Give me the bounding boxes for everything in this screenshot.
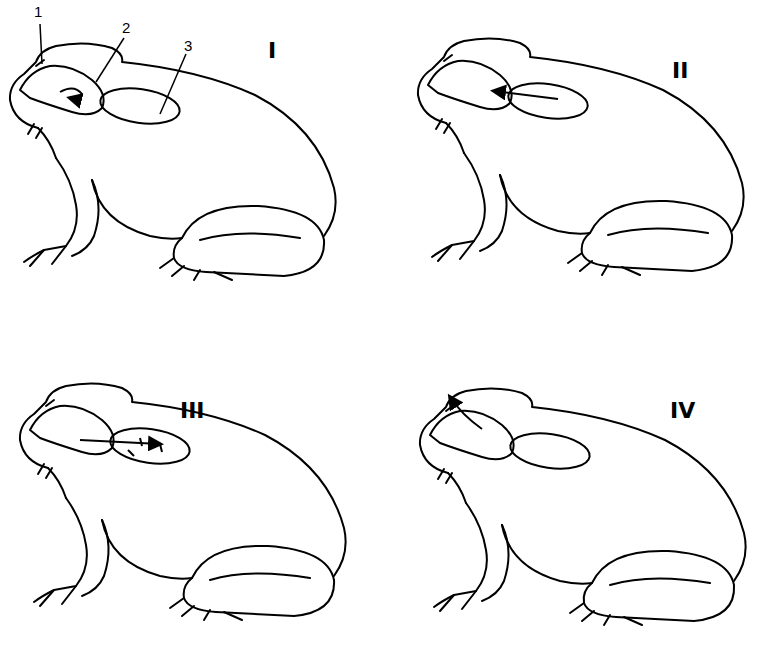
panel-numeral: III [180,400,205,422]
panel-numeral: II [672,60,688,82]
panel-numeral: I [268,40,276,62]
leader-lines [40,24,186,114]
callout-number: 3 [184,38,192,53]
callout-number: 1 [34,4,42,19]
panel-numeral: IV [670,400,695,422]
callout-number: 2 [122,20,130,35]
